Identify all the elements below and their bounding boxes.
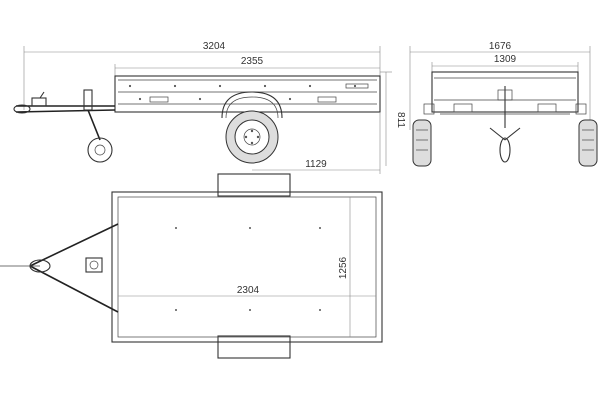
dimension-label-front-total-width: 1676 bbox=[489, 41, 512, 52]
front-right-wheel bbox=[578, 119, 598, 167]
top-body-outer bbox=[111, 191, 383, 343]
front-left-wheel bbox=[412, 119, 432, 167]
side-body bbox=[114, 75, 381, 113]
front-body bbox=[423, 71, 587, 163]
top-body-inner bbox=[117, 196, 377, 338]
dimension-side-height: 811 bbox=[380, 71, 406, 166]
dimension-top-inner-width: 1256 bbox=[338, 197, 351, 337]
top-fender-lower bbox=[217, 335, 291, 359]
dimension-front-body-width: 1309 bbox=[431, 54, 579, 76]
dimension-front-total-width: 1676 bbox=[409, 41, 591, 130]
front-view: 1676 1309 bbox=[409, 41, 598, 167]
top-fender-upper bbox=[217, 173, 291, 197]
dimension-top-inner-length: 2304 bbox=[118, 285, 376, 297]
dimension-label-side-total-length: 3204 bbox=[203, 41, 226, 52]
dimension-label-top-inner-width: 1256 bbox=[338, 256, 349, 279]
dimension-label-side-axle-offset: 1129 bbox=[305, 159, 327, 170]
dimension-label-side-body-length: 2355 bbox=[241, 56, 264, 67]
side-view: 3204 2355 bbox=[13, 41, 406, 174]
top-drawbar bbox=[0, 223, 119, 313]
top-bolt-dots bbox=[175, 227, 321, 311]
dimension-side-axle-offset: 1129 bbox=[252, 112, 381, 174]
side-wheel bbox=[221, 91, 283, 164]
dimension-side-total-length: 3204 bbox=[23, 41, 381, 110]
dimension-label-front-body-width: 1309 bbox=[494, 54, 517, 65]
dimension-label-top-inner-length: 2304 bbox=[237, 285, 260, 296]
dimension-label-side-height: 811 bbox=[395, 112, 406, 128]
side-drawbar bbox=[13, 89, 116, 163]
top-view: 2304 1256 bbox=[0, 173, 383, 359]
